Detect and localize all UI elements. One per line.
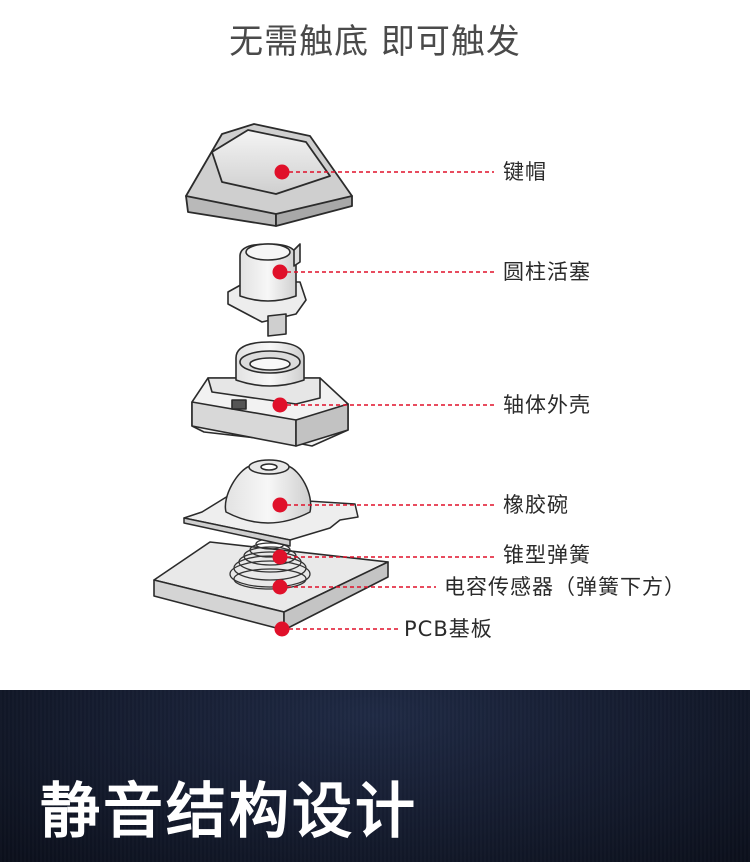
cone-spring — [229, 538, 311, 590]
feature-heading: 静音结构设计 — [40, 777, 418, 847]
label-rubber-dome: 橡胶碗 — [503, 493, 569, 517]
page-title: 无需触底 即可触发 — [229, 22, 521, 62]
markers — [272, 164, 290, 637]
marker-pcb — [274, 621, 290, 637]
marker-housing — [272, 397, 288, 413]
marker-cone-spring — [272, 549, 288, 565]
label-housing: 轴体外壳 — [503, 393, 591, 417]
label-keycap: 键帽 — [503, 160, 547, 184]
label-pcb: PCB基板 — [404, 617, 493, 641]
rubber-dome — [183, 459, 359, 547]
diagram-section: 无需触底 即可触发 — [153, 22, 686, 641]
switch-housing — [191, 341, 349, 447]
marker-rubber-dome — [272, 497, 288, 513]
keycap — [185, 123, 353, 227]
leader-lines — [280, 171, 494, 630]
feature-banner: 静音结构设计 — [0, 690, 750, 862]
label-capacitive-sensor: 电容传感器（弹簧下方） — [444, 575, 686, 599]
marker-piston — [272, 264, 288, 280]
banner-texture — [0, 690, 750, 862]
label-piston: 圆柱活塞 — [503, 260, 591, 284]
exploded-switch-diagram — [153, 123, 494, 637]
label-cone-spring: 锥型弹簧 — [503, 543, 591, 567]
piston — [227, 243, 307, 337]
pcb-board — [153, 541, 389, 631]
marker-keycap — [274, 164, 290, 180]
marker-sensor — [272, 579, 288, 595]
